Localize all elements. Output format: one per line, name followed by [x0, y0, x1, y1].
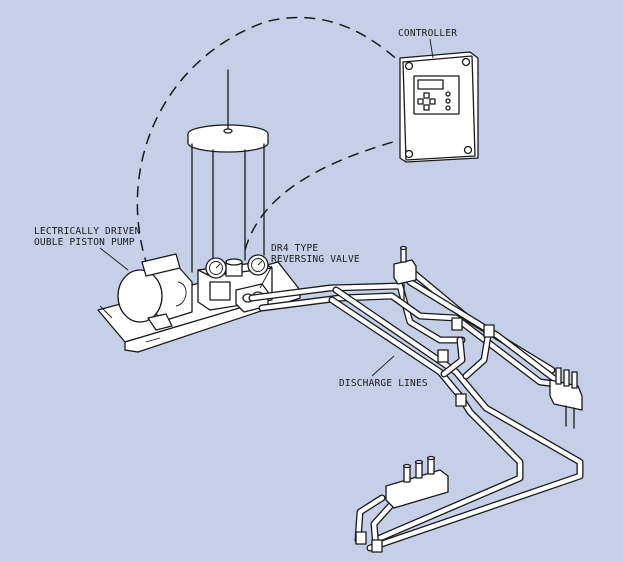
- controller-unit: [399, 51, 479, 163]
- injector-block-top: [393, 245, 417, 301]
- pump-label-line2: OUBLE PISTON PUMP: [34, 237, 135, 248]
- injector-block-right: [549, 367, 583, 429]
- tee-fitting: [451, 317, 463, 331]
- controller-display: [417, 79, 444, 90]
- controller-label: CONTROLLER: [398, 28, 457, 39]
- screw-icon: [463, 145, 473, 155]
- controller-button: [423, 92, 430, 99]
- pump-body: [197, 254, 273, 311]
- screw-icon: [404, 149, 414, 159]
- controller-button: [417, 98, 424, 105]
- injector-block-bottom: [385, 455, 449, 509]
- tee-fitting: [437, 349, 449, 363]
- discharge-lines-label: DISCHARGE LINES: [339, 378, 428, 389]
- discharge-lines: [248, 266, 584, 552]
- screw-icon: [404, 61, 414, 71]
- elbow-fitting: [371, 539, 383, 553]
- controller-led: [445, 91, 451, 97]
- controller-led: [445, 105, 451, 111]
- screw-icon: [461, 57, 471, 67]
- elbow-fitting: [355, 531, 367, 545]
- controller-button: [429, 98, 436, 105]
- pump-label-line1: LECTRICALLY DRIVEN: [34, 226, 141, 237]
- electric-motor: [117, 253, 193, 331]
- motor-terminal-box: [141, 253, 181, 277]
- controller-led: [445, 98, 451, 104]
- signal-wires: [136, 16, 401, 269]
- pipe-fittings: [355, 317, 495, 553]
- valve-label-line1: DR4 TYPE: [271, 243, 318, 254]
- tee-fitting: [483, 324, 495, 338]
- valve-label-line2: REVERSING VALVE: [271, 254, 360, 265]
- reservoir: [187, 69, 269, 273]
- tee-fitting: [455, 393, 467, 407]
- controller-button: [423, 104, 430, 111]
